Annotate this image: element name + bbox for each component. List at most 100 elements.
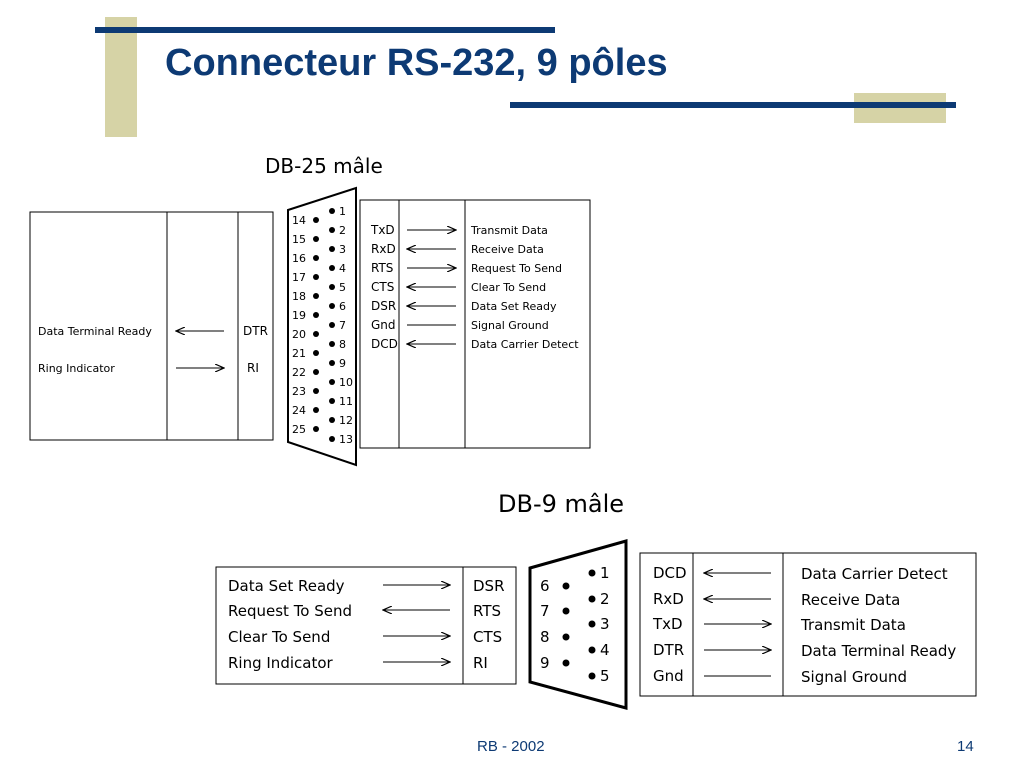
db25-pin: 5 — [329, 281, 346, 294]
svg-text:17: 17 — [292, 271, 306, 284]
signal-abbr: RxD — [371, 242, 396, 256]
header-tan-bar-vertical — [105, 17, 137, 137]
svg-text:1: 1 — [339, 205, 346, 218]
svg-text:7: 7 — [540, 602, 550, 620]
db25-pin: 19 — [292, 309, 319, 322]
svg-text:2: 2 — [600, 590, 610, 608]
db25-pin: 4 — [329, 262, 346, 275]
signal-abbr: DTR — [653, 641, 684, 659]
db25-pin: 25 — [292, 423, 319, 436]
signal-name: Ring Indicator — [228, 654, 334, 672]
db25-right-signal-row: CTS Clear To Send — [371, 280, 546, 294]
db25-pin: 18 — [292, 290, 319, 303]
signal-abbr: RxD — [653, 590, 684, 608]
svg-text:8: 8 — [339, 338, 346, 351]
svg-text:7: 7 — [339, 319, 346, 332]
db25-pin: 2 — [329, 224, 346, 237]
signal-abbr: Gnd — [653, 667, 684, 685]
signal-name: Data Carrier Detect — [801, 565, 948, 583]
db9-pin: 5 — [588, 667, 610, 685]
db9-pin: 7 — [540, 602, 570, 620]
signal-abbr: RTS — [473, 602, 501, 620]
db9-right-signal-row: TxD Transmit Data — [652, 615, 906, 634]
db25-pin: 10 — [329, 376, 353, 389]
signal-abbr: DSR — [473, 577, 505, 595]
db25-left-signal-name: Data Terminal Ready — [38, 325, 152, 338]
db9-pin: 1 — [588, 564, 610, 582]
svg-text:3: 3 — [600, 615, 610, 633]
db9-pin: 3 — [588, 615, 610, 633]
db9-label: DB-9 mâle — [498, 490, 624, 518]
db25-right-signal-row: TxD Transmit Data — [370, 223, 548, 237]
db25-pin: 15 — [292, 233, 319, 246]
db9-pin: 2 — [588, 590, 610, 608]
svg-text:24: 24 — [292, 404, 306, 417]
svg-text:16: 16 — [292, 252, 306, 265]
db25-left-table — [29, 211, 274, 441]
db25-left-signal-name: Ring Indicator — [38, 362, 115, 375]
svg-text:6: 6 — [339, 300, 346, 313]
svg-text:11: 11 — [339, 395, 353, 408]
header-navy-line-top — [95, 27, 555, 33]
signal-name: Data Set Ready — [228, 577, 345, 595]
svg-text:14: 14 — [292, 214, 306, 227]
signal-abbr: DSR — [371, 299, 396, 313]
db9-right-signal-row: DTR Data Terminal Ready — [653, 641, 956, 660]
svg-text:23: 23 — [292, 385, 306, 398]
db25-right-signal-row: RxD Receive Data — [371, 242, 544, 256]
svg-text:5: 5 — [339, 281, 346, 294]
svg-text:25: 25 — [292, 423, 306, 436]
db25-pin: 14 — [292, 214, 319, 227]
signal-name: Data Carrier Detect — [471, 338, 579, 351]
signal-abbr: TxD — [652, 615, 683, 633]
svg-text:4: 4 — [339, 262, 346, 275]
db25-pin: 22 — [292, 366, 319, 379]
db25-pin: 21 — [292, 347, 319, 360]
db25-pin: 24 — [292, 404, 319, 417]
db25-pin: 8 — [329, 338, 346, 351]
signal-name: Signal Ground — [471, 319, 549, 332]
db9-pin: 6 — [540, 577, 570, 595]
svg-text:9: 9 — [339, 357, 346, 370]
signal-abbr: Gnd — [371, 318, 396, 332]
db25-pin: 11 — [329, 395, 353, 408]
db9-right-signal-row: Gnd Signal Ground — [653, 667, 907, 686]
svg-text:1: 1 — [600, 564, 610, 582]
signal-name: Clear To Send — [228, 628, 330, 646]
db9-right-signal-row: DCD Data Carrier Detect — [653, 564, 948, 583]
signal-abbr: RI — [473, 654, 488, 672]
signal-abbr: CTS — [371, 280, 394, 294]
db9-left-table — [215, 566, 517, 685]
signal-name: Data Terminal Ready — [801, 642, 956, 660]
db25-pin: 17 — [292, 271, 319, 284]
header-navy-line-bottom — [510, 102, 956, 108]
db25-pin: 3 — [329, 243, 346, 256]
db9-pins-bottom-row: 6 7 8 9 — [540, 577, 570, 672]
svg-text:2: 2 — [339, 224, 346, 237]
signal-name: Receive Data — [801, 591, 900, 609]
svg-text:22: 22 — [292, 366, 306, 379]
db9-left-signal-row: Data Set Ready DSR — [228, 577, 505, 595]
db25-pins-top-row: 1 2 3 4 5 6 7 8 9 10 11 12 13 — [329, 205, 353, 446]
db25-pin: 13 — [329, 433, 353, 446]
signal-abbr: DCD — [371, 337, 398, 351]
svg-text:20: 20 — [292, 328, 306, 341]
svg-text:19: 19 — [292, 309, 306, 322]
db25-right-signal-row: DCD Data Carrier Detect — [371, 337, 579, 351]
db9-left-signal-row: Ring Indicator RI — [228, 654, 488, 672]
db9-pin: 4 — [588, 641, 610, 659]
db25-pin: 12 — [329, 414, 353, 427]
db25-pin: 16 — [292, 252, 319, 265]
footer-text: RB - 2002 — [477, 738, 545, 755]
db25-pin: 7 — [329, 319, 346, 332]
db9-left-signal-row: Request To Send RTS — [228, 602, 501, 620]
svg-text:12: 12 — [339, 414, 353, 427]
db25-pin: 1 — [329, 205, 346, 218]
db25-right-table — [359, 199, 591, 449]
svg-text:4: 4 — [600, 641, 610, 659]
db25-right-signal-row: Gnd Signal Ground — [371, 318, 549, 332]
signal-name: Transmit Data — [470, 224, 548, 237]
db25-connector-shell — [287, 186, 357, 467]
svg-text:15: 15 — [292, 233, 306, 246]
